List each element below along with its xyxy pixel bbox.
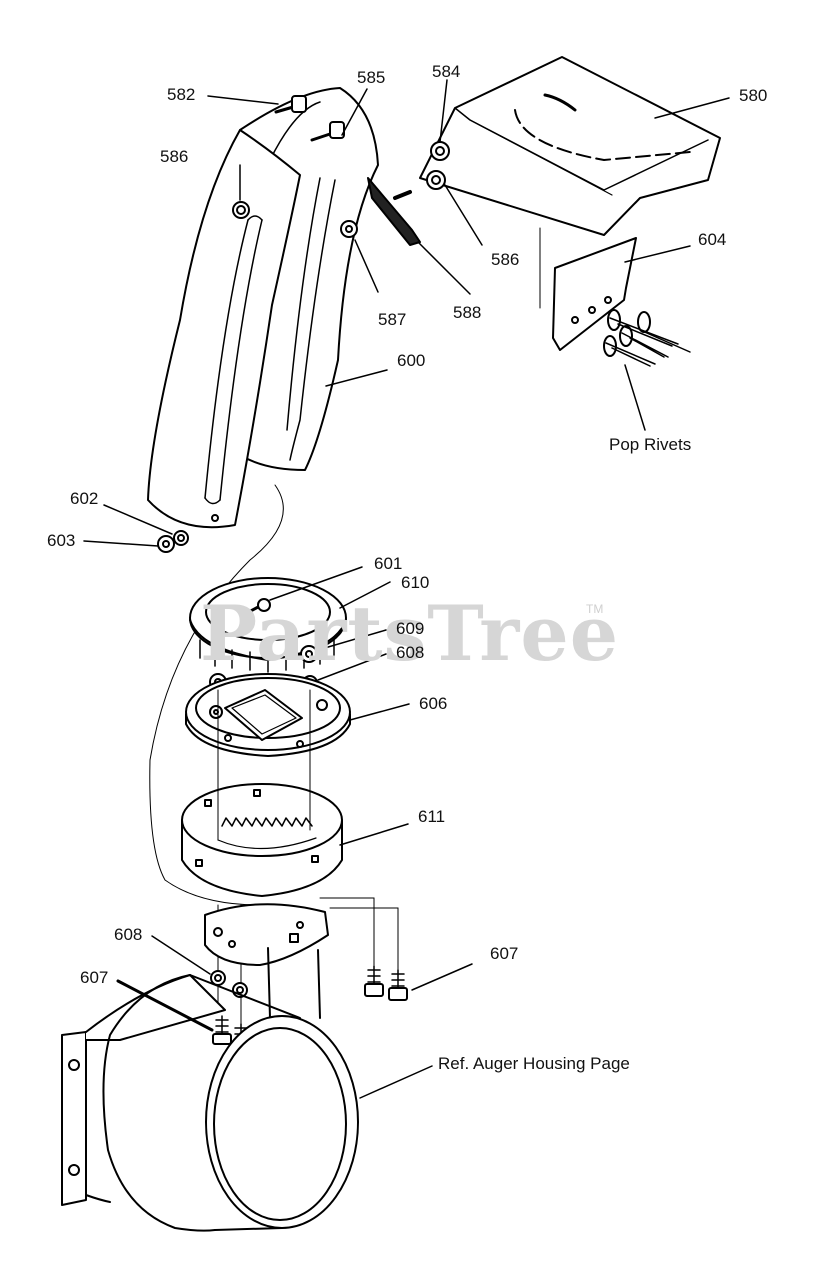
pop-rivets (603, 309, 691, 367)
callout-603: 603 (47, 531, 76, 550)
ring-610 (189, 577, 347, 673)
callout-610: 610 (401, 573, 430, 592)
leader-lines (83, 79, 730, 1099)
fastener-hardware-top (274, 95, 450, 246)
deflector-tab-604 (539, 227, 637, 351)
chute-outline (149, 484, 284, 906)
callout-608-lower: 608 (114, 925, 143, 944)
callout-586-right: 586 (491, 250, 520, 269)
deflector-580 (419, 56, 721, 236)
callout-607-left: 607 (80, 968, 109, 987)
callout-600: 600 (397, 351, 426, 370)
callout-606: 606 (419, 694, 448, 713)
gear-ring-611 (181, 783, 343, 897)
auger-housing-ref: Ref. Auger Housing Page (438, 1054, 630, 1073)
callout-611: 611 (418, 807, 446, 826)
callout-586-left: 586 (160, 147, 189, 166)
bolts-607-right (364, 965, 408, 1001)
callout-609: 609 (396, 619, 425, 638)
callout-604: 604 (698, 230, 727, 249)
washers-608-bottom (210, 970, 248, 998)
callout-582: 582 (167, 85, 196, 104)
callout-601: 601 (374, 554, 403, 573)
nut-washer-602-603 (157, 530, 189, 553)
trademark-mark: TM (586, 602, 604, 616)
plate-606 (185, 673, 351, 757)
callout-585: 585 (357, 68, 386, 87)
callout-584: 584 (432, 62, 461, 81)
callout-580: 580 (739, 86, 768, 105)
callout-602: 602 (70, 489, 99, 508)
partstree-watermark: PartsTree (200, 589, 620, 678)
callout-587: 587 (378, 310, 407, 329)
auger-housing-tube (61, 974, 359, 1232)
callout-607-right: 607 (490, 944, 519, 963)
chute-bracket-600 (147, 87, 379, 529)
callout-608-upper: 608 (396, 643, 425, 662)
mounting-plate (204, 903, 329, 966)
callout-588: 588 (453, 303, 482, 322)
pop-rivets-label: Pop Rivets (609, 435, 692, 454)
